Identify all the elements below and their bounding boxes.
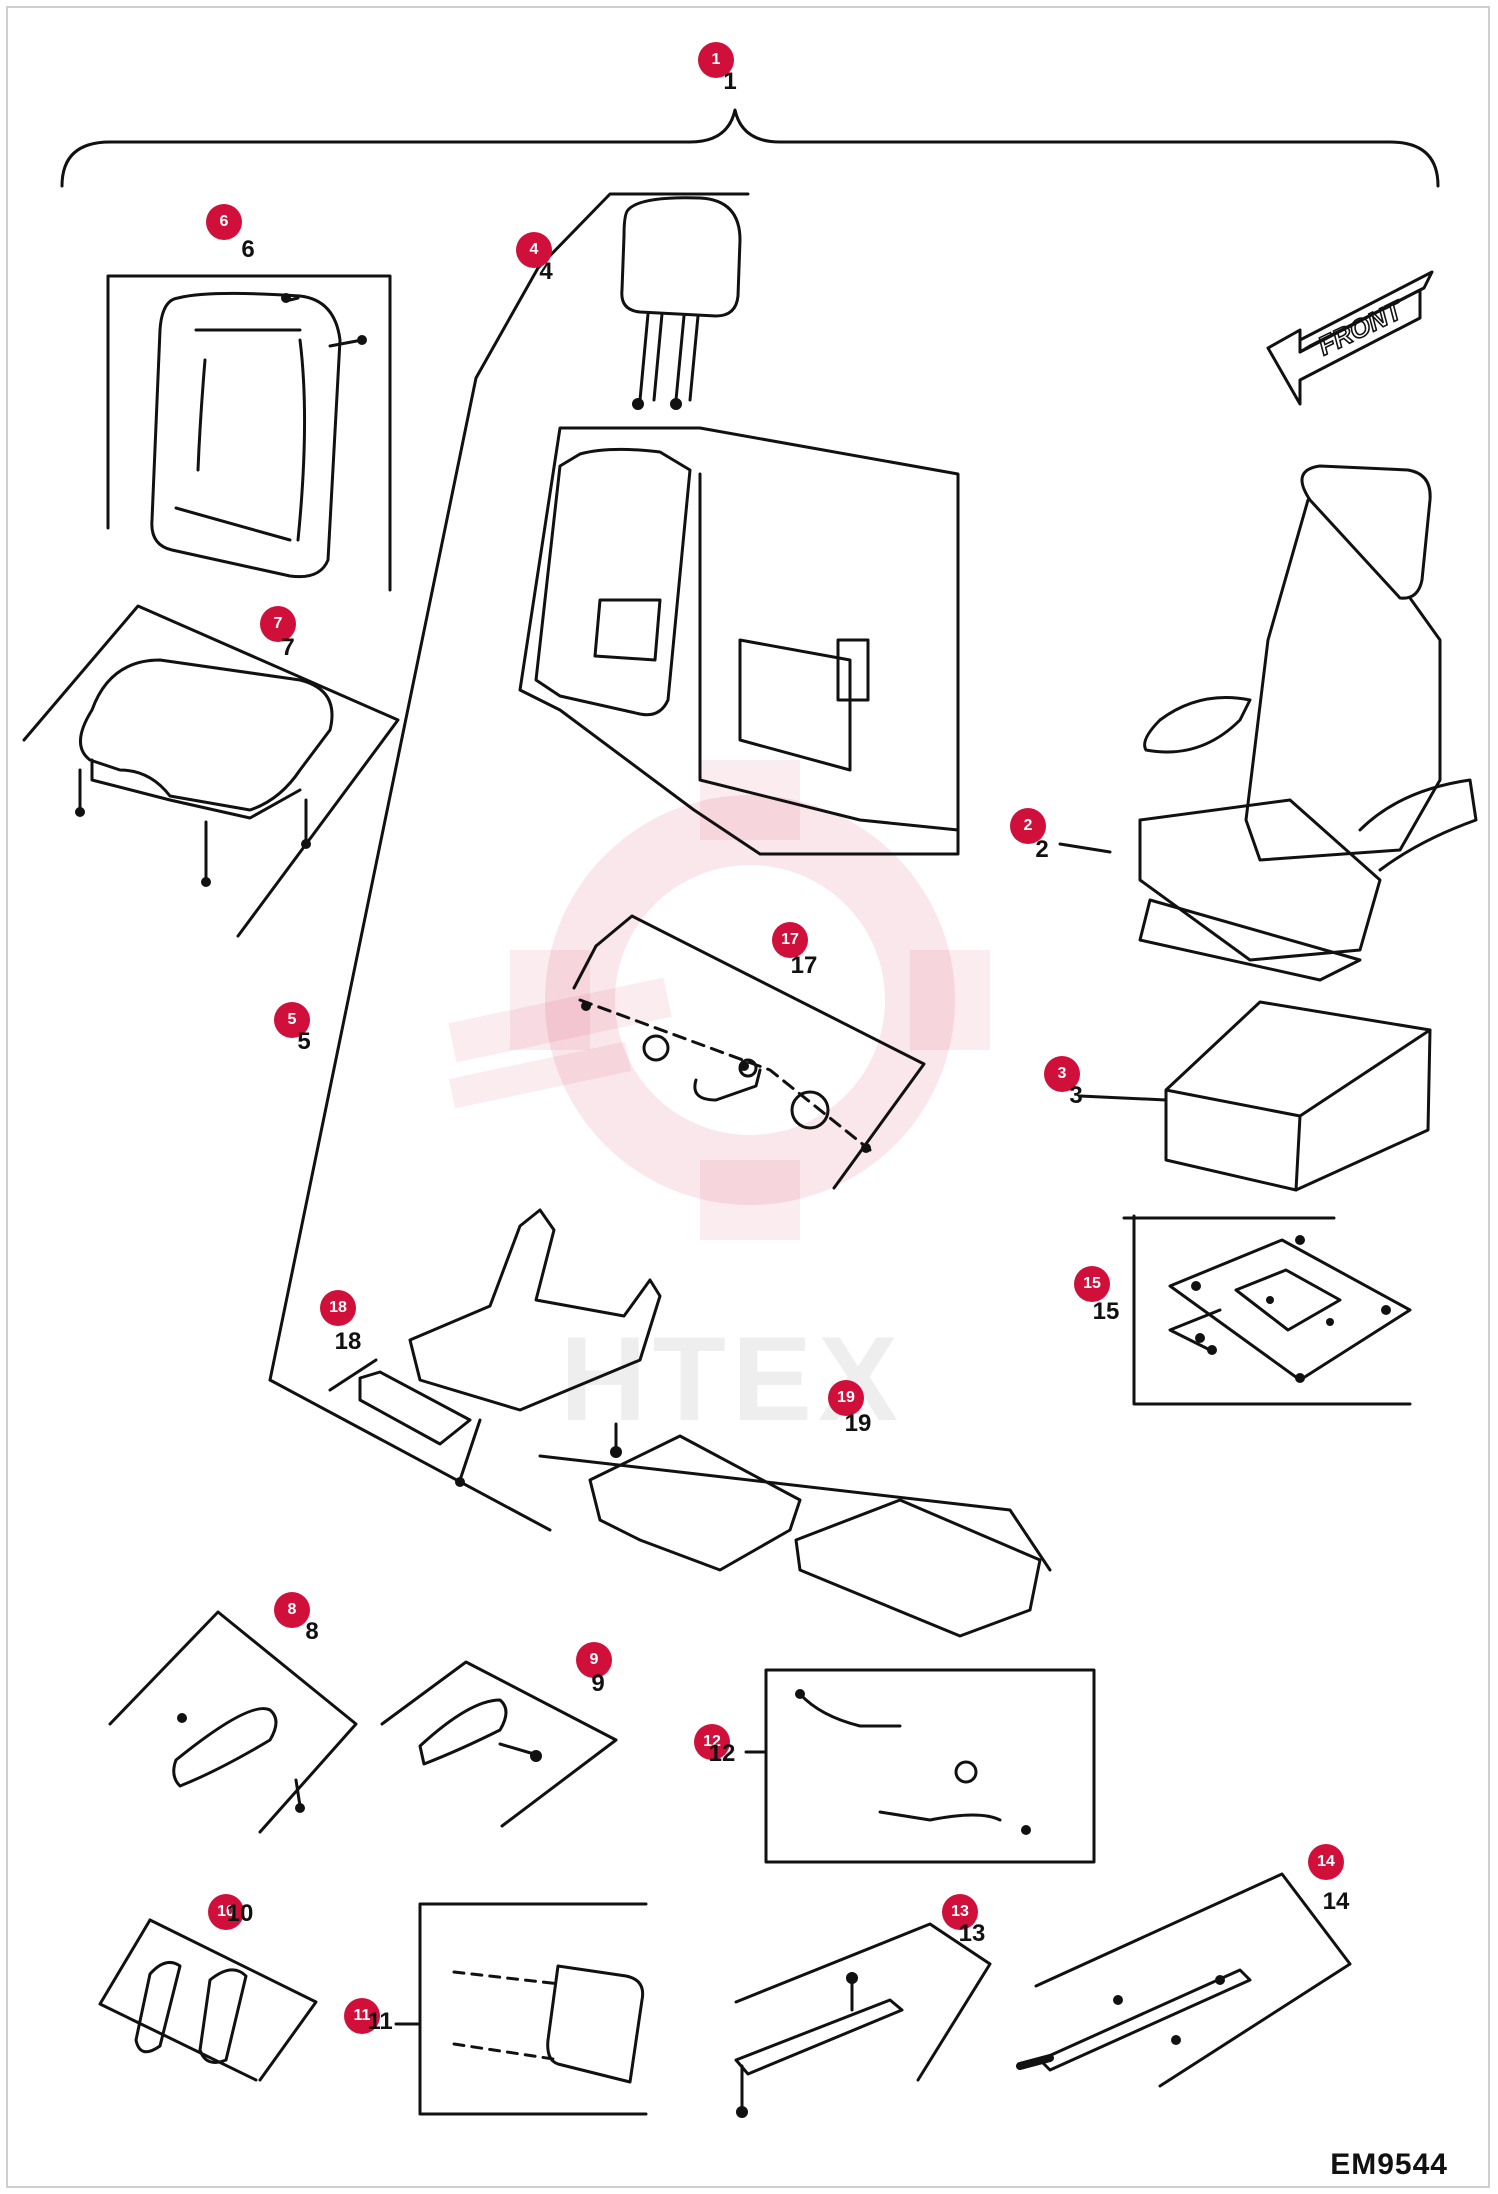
headrest-part [474, 192, 750, 402]
item-number-6: 6 [241, 236, 255, 263]
suspension-part [1078, 1000, 1432, 1192]
callout-18[interactable]: 18 [320, 1290, 356, 1326]
callout-4[interactable]: 4 [516, 232, 552, 268]
seat-cushion-part [22, 604, 400, 938]
drawing-code: EM9544 [1330, 2148, 1448, 2181]
item-number-12: 12 [708, 1740, 736, 1767]
item-number-9: 9 [591, 1670, 605, 1697]
callout-11[interactable]: 11 [344, 1998, 380, 2034]
item-number-5: 5 [297, 1028, 311, 1055]
armrest-kit-part [744, 1668, 1096, 1864]
item-number-4: 4 [539, 258, 553, 285]
item-number-1: 1 [723, 68, 737, 95]
callout-1[interactable]: 1 [698, 42, 734, 78]
item-number-3: 3 [1069, 1082, 1083, 1109]
callout-13[interactable]: 13 [942, 1894, 978, 1930]
callout-5[interactable]: 5 [274, 1002, 310, 1038]
slide-rail-long-part [1016, 1872, 1352, 2088]
callout-7[interactable]: 7 [260, 606, 296, 642]
item-number-18: 18 [334, 1328, 362, 1355]
recliner-kit-part [572, 914, 926, 1190]
item-number-11: 11 [367, 2008, 393, 2035]
sheet-border [6, 6, 1490, 2188]
item-number-15: 15 [1092, 1298, 1120, 1325]
assembly-brace [60, 108, 1440, 188]
item-number-19: 19 [844, 1410, 872, 1437]
callout-9[interactable]: 9 [576, 1642, 612, 1678]
armrest-right-part [380, 1660, 618, 1828]
callout-12[interactable]: 12 [694, 1724, 730, 1760]
item-number-2: 2 [1035, 836, 1049, 863]
callout-15[interactable]: 15 [1074, 1266, 1110, 1302]
callout-8[interactable]: 8 [274, 1592, 310, 1628]
callout-19[interactable]: 19 [828, 1380, 864, 1416]
backrest-cover-part [106, 274, 392, 592]
callout-2[interactable]: 2 [1010, 808, 1046, 844]
complete-seat-part [1058, 464, 1478, 982]
front-arrow-label: FRONT [1313, 294, 1409, 361]
callout-3[interactable]: 3 [1044, 1056, 1080, 1092]
mounting-plate-part [1122, 1214, 1412, 1406]
slide-rail-short-part [734, 1922, 992, 2112]
seat-pan-part [538, 1434, 1052, 1638]
seat-frame-part [328, 1208, 662, 1482]
callout-14[interactable]: 14 [1308, 1844, 1344, 1880]
item-number-8: 8 [305, 1618, 319, 1645]
item-number-10: 10 [226, 1900, 254, 1927]
callout-17[interactable]: 17 [772, 922, 808, 958]
callout-10[interactable]: 10 [208, 1894, 244, 1930]
armrest-left-part [108, 1610, 358, 1834]
front-arrow-icon [1266, 270, 1434, 406]
armrest-pads-part [98, 1918, 318, 2082]
callout-6[interactable]: 6 [206, 204, 242, 240]
backrest-frame-part [268, 376, 960, 1532]
lumbar-kit-part [394, 1902, 648, 2116]
item-number-7: 7 [281, 634, 295, 661]
item-number-17: 17 [790, 952, 818, 979]
item-number-14: 14 [1322, 1888, 1350, 1915]
item-number-13: 13 [958, 1920, 986, 1947]
